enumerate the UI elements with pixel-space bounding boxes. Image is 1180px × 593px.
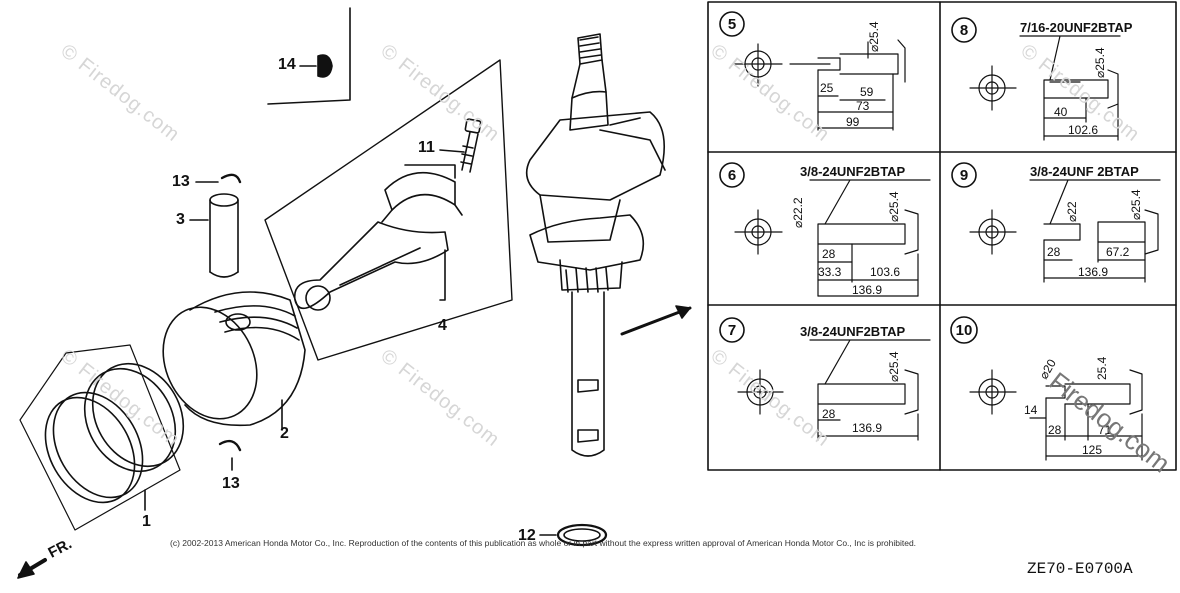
- variant-10-dim-dia2: 25.4: [1095, 356, 1109, 380]
- variant-9-dim-dia1: ⌀22: [1065, 201, 1079, 222]
- variant-8-dim-1026: 102.6: [1068, 123, 1098, 137]
- variant-10-number: 10: [956, 322, 973, 339]
- variant-number-circles: [719, 11, 978, 344]
- variant-5-dim-59: 59: [860, 85, 874, 99]
- variant-7-dim-dia: ⌀25.4: [887, 351, 901, 382]
- variant-5-drawing: [734, 39, 906, 131]
- callout-3: 3: [176, 211, 185, 228]
- conrod-assembly-box: [264, 59, 513, 361]
- callout-13-top: 13: [172, 173, 190, 190]
- variant-6-dim-1369: 136.9: [852, 283, 882, 297]
- part-13-clip-top: [220, 173, 242, 184]
- variant-10-dim-71: 71: [1098, 423, 1112, 437]
- part-14-bracket-line: [267, 7, 351, 105]
- part-13-clip-bottom: [218, 439, 242, 452]
- variant-8-circle: [951, 17, 977, 43]
- variant-8-dim-dia: ⌀25.4: [1093, 47, 1107, 78]
- variant-9-dim-28: 28: [1047, 245, 1061, 259]
- variant-7-dim-1369: 136.9: [852, 421, 882, 435]
- variant-6-dim-dia1: ⌀22.2: [791, 197, 805, 228]
- copyright-notice: (c) 2002-2013 American Honda Motor Co., …: [170, 538, 917, 548]
- variant-9-number: 9: [960, 167, 968, 184]
- variant-9-dim-1369: 136.9: [1078, 265, 1108, 279]
- fr-arrow-head: [17, 561, 35, 579]
- variant-9-drawing: [969, 179, 1161, 283]
- variant-5-dim-73: 73: [856, 99, 870, 113]
- variant-7-circle: [719, 317, 745, 343]
- variant-5-circle: [719, 11, 745, 37]
- variant-10-dim-14: 14: [1024, 403, 1038, 417]
- variant-6-dim-28: 28: [822, 247, 836, 261]
- variant-10-drawing: [969, 369, 1143, 461]
- part-2-piston: [162, 291, 306, 431]
- variant-6-number: 6: [728, 167, 736, 184]
- part-3-piston-pin: [209, 193, 239, 278]
- crankshaft: [525, 33, 666, 457]
- variant-7-number: 7: [728, 322, 736, 339]
- part-1-piston-rings: [19, 344, 185, 531]
- variant-5-number: 5: [728, 16, 736, 33]
- callout-11: 11: [418, 139, 435, 156]
- variant-table: [707, 1, 1177, 471]
- variant-9-circle: [951, 162, 977, 188]
- callout-14: 14: [278, 56, 296, 73]
- callout-13-bottom: 13: [222, 475, 240, 492]
- variant-8-thread: 7/16-20UNF2BTAP: [1020, 20, 1133, 35]
- variant-8-number: 8: [960, 22, 968, 39]
- variant-9-dim-dia2: ⌀25.4: [1129, 189, 1143, 220]
- variant-6-dim-333: 33.3: [818, 265, 842, 279]
- variant-9-thread: 3/8-24UNF 2BTAP: [1030, 164, 1139, 179]
- variant-7-thread: 3/8-24UNF2BTAP: [800, 324, 906, 339]
- variant-6-thread: 3/8-24UNF2BTAP: [800, 164, 906, 179]
- diagram-code: ZE70-E0700A: [1027, 560, 1133, 578]
- variant-arrow-head: [675, 305, 691, 319]
- callout-12: 12: [518, 527, 536, 544]
- variant-7-drawing: [737, 339, 931, 441]
- part-12-washer: [539, 523, 608, 547]
- callout-1: 1: [142, 513, 151, 530]
- variant-10-dim-28: 28: [1048, 423, 1062, 437]
- part-11-bolt: [439, 118, 482, 173]
- callout-2: 2: [280, 425, 289, 442]
- part-14-key: [299, 54, 333, 78]
- callout-4: 4: [438, 317, 447, 334]
- variant-6-drawing: [734, 179, 931, 297]
- part-4-rod-cap: [381, 164, 463, 223]
- variant-8-dim-40: 40: [1054, 105, 1068, 119]
- variant-5-dim-25: 25: [820, 81, 834, 95]
- variant-6-circle: [719, 162, 745, 188]
- variant-5-dim-dia: ⌀25.4: [867, 21, 881, 52]
- variant-8-drawing: [969, 35, 1121, 141]
- variant-7-dim-28: 28: [822, 407, 836, 421]
- variant-6-dim-dia2: ⌀25.4: [887, 191, 901, 222]
- variant-5-dim-99: 99: [846, 115, 860, 129]
- variant-10-circle: [950, 316, 978, 344]
- part-4-connecting-rod: [293, 221, 449, 311]
- variant-6-dim-1036: 103.6: [870, 265, 900, 279]
- variant-9-dim-672: 67.2: [1106, 245, 1130, 259]
- variant-10-dim-125: 125: [1082, 443, 1102, 457]
